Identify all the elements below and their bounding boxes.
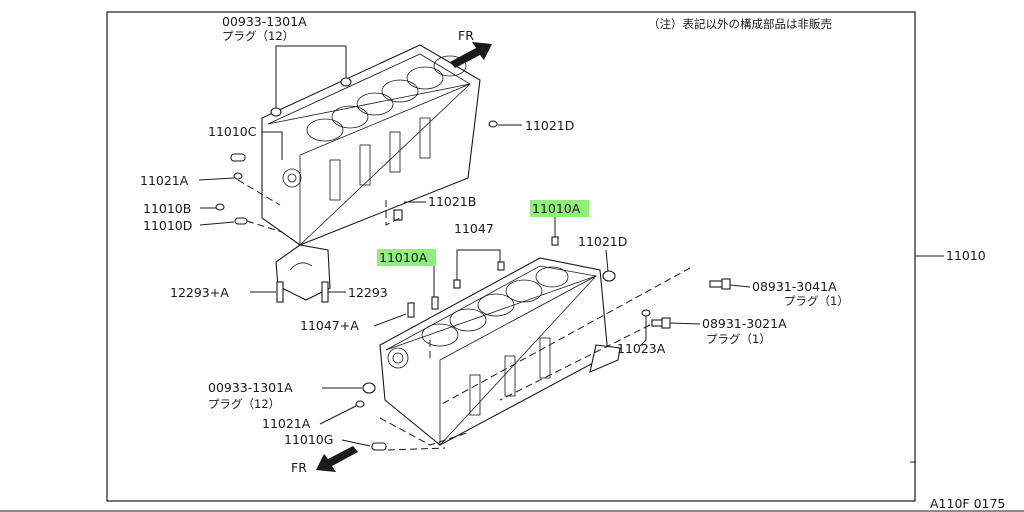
label-11010G[interactable]: 11010G: [284, 432, 333, 447]
label-11047A[interactable]: 11047+A: [300, 318, 359, 333]
label-plug-bottom-name: プラグ（12）: [208, 397, 280, 411]
figure-code: A110F 0175: [930, 496, 1005, 511]
label-11010C[interactable]: 11010C: [208, 124, 257, 139]
top-engine-block: [261, 44, 481, 246]
label-12293[interactable]: 12293: [348, 285, 388, 300]
label-11021D-bottom[interactable]: 11021D: [578, 234, 627, 249]
label-plug-top-name: プラグ（12）: [222, 29, 294, 43]
dashed-guides: [237, 179, 691, 451]
top-small-parts: [215, 120, 498, 225]
label-11010D[interactable]: 11010D: [143, 218, 192, 233]
bolt-3021A: [651, 317, 671, 329]
label-11021A-top[interactable]: 11021A: [140, 173, 189, 188]
label-11021B[interactable]: 11021B: [428, 194, 476, 209]
label-11010A-left[interactable]: 11010A: [379, 250, 428, 265]
top-cylinder-bores: [306, 55, 467, 142]
svg-text:FR: FR: [291, 460, 307, 475]
label-11021D-top[interactable]: 11021D: [525, 118, 574, 133]
label-bolt1-no[interactable]: 08931-3041A: [752, 279, 837, 294]
label-bolt2-name: プラグ（1）: [706, 332, 771, 346]
label-11010A-right[interactable]: 11010A: [532, 201, 581, 216]
label-bolt2-no[interactable]: 08931-3021A: [702, 316, 787, 331]
svg-text:FR: FR: [458, 28, 474, 43]
label-12293A[interactable]: 12293+A: [170, 285, 229, 300]
label-11023A[interactable]: 11023A: [617, 341, 666, 356]
fr-arrow-bottom: FR: [291, 446, 358, 475]
assembly-part-label[interactable]: 11010: [946, 248, 986, 263]
bottom-engine-block: [355, 236, 651, 451]
bottom-cylinder-bores: [421, 266, 569, 347]
bolt-3041A: [709, 278, 731, 290]
label-bolt1-name: プラグ（1）: [784, 294, 849, 308]
label-11010B[interactable]: 11010B: [143, 201, 191, 216]
diagram-frame: [106, 11, 916, 502]
highlight-11010A-left: [377, 249, 436, 266]
note-text: （注）表記以外の構成部品は非販売: [648, 17, 832, 31]
main-bearing-cap: [275, 244, 331, 303]
highlight-11010A-right: [530, 200, 589, 217]
label-plug-top-no[interactable]: 00933-1301A: [222, 14, 307, 29]
label-11047[interactable]: 11047: [454, 221, 494, 236]
label-plug-bottom-no[interactable]: 00933-1301A: [208, 380, 293, 395]
label-11021A-bottom[interactable]: 11021A: [262, 416, 311, 431]
fr-arrow-top: FR: [450, 28, 492, 68]
